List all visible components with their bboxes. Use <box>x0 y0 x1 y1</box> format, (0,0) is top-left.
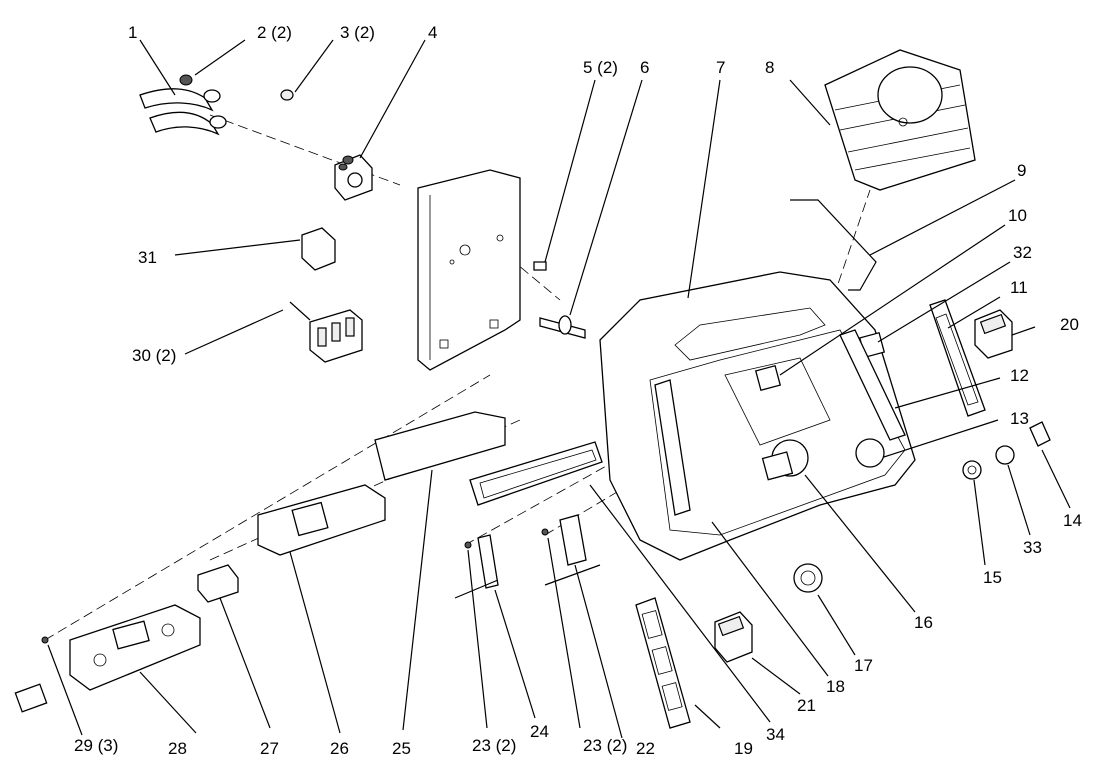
callout-34: 34 <box>766 725 785 744</box>
part-22-lever <box>544 514 601 586</box>
part-29-screw <box>41 636 49 644</box>
callout-27: 27 <box>260 739 279 758</box>
callout-8: 8 <box>765 58 774 77</box>
callout-15: 15 <box>983 568 1002 587</box>
callout-2: 2 (2) <box>257 23 292 42</box>
callout-22: 22 <box>636 739 655 758</box>
callout-23-left: 23 (2) <box>472 736 516 755</box>
callout-14: 14 <box>1063 511 1082 530</box>
part-3-nut <box>280 89 294 101</box>
callout-26: 26 <box>330 739 349 758</box>
part-31-relay <box>301 227 336 271</box>
callout-25: 25 <box>392 739 411 758</box>
part-16-knob <box>761 439 809 481</box>
callout-4: 4 <box>428 23 437 42</box>
part-9-rod <box>790 199 877 291</box>
callout-23-right: 23 (2) <box>583 736 627 755</box>
callout-21: 21 <box>797 696 816 715</box>
part-11-bezel <box>929 299 986 417</box>
part-33-disc <box>995 445 1015 465</box>
small-square-cap <box>14 683 48 713</box>
part-25-cover <box>374 411 506 481</box>
part-8-shift-boot <box>824 49 976 191</box>
part-6-stud <box>539 315 586 339</box>
callout-10: 10 <box>1008 206 1027 225</box>
part-23-screw-left <box>464 541 472 549</box>
callout-32: 32 <box>1013 243 1032 262</box>
part-7-console-housing <box>599 271 916 561</box>
part-15-nut <box>962 460 982 480</box>
part-5-screw <box>533 261 547 271</box>
part-13-round-cap <box>855 438 885 468</box>
part-10-square-button <box>754 364 782 392</box>
callout-5: 5 (2) <box>583 58 618 77</box>
callout-12: 12 <box>1010 366 1029 385</box>
callout-19: 19 <box>734 739 753 758</box>
callout-31: 31 <box>138 248 157 267</box>
part-30-connector-block <box>289 301 363 363</box>
leader-lines <box>47 39 1071 739</box>
callout-7: 7 <box>716 58 725 77</box>
part-2-nut <box>179 74 193 86</box>
callout-20: 20 <box>1060 315 1079 334</box>
part-4-switch <box>334 154 373 201</box>
callout-30: 30 (2) <box>132 346 176 365</box>
part-14-knob <box>1029 421 1051 447</box>
part-24-latch <box>454 534 499 599</box>
callout-13: 13 <box>1010 409 1029 428</box>
part-12-slot-cover <box>839 329 906 441</box>
part-17-grommet <box>793 563 823 593</box>
callout-9: 9 <box>1017 161 1026 180</box>
part-27-switch <box>197 564 239 603</box>
callout-labels: 1 2 (2) 3 (2) 4 5 (2) 6 7 8 9 10 32 11 2… <box>74 23 1082 758</box>
callout-16: 16 <box>914 613 933 632</box>
callout-17: 17 <box>854 656 873 675</box>
part-20-switch <box>974 309 1013 359</box>
part-19-button-strip <box>635 597 691 729</box>
callout-18: 18 <box>826 677 845 696</box>
callout-6: 6 <box>640 58 649 77</box>
part-28-bezel-panel <box>69 604 201 691</box>
part-34-trim-bezel <box>469 441 603 506</box>
mounting-bracket-plate <box>417 169 521 371</box>
callout-3: 3 (2) <box>340 23 375 42</box>
callout-1: 1 <box>128 23 137 42</box>
callout-29: 29 (3) <box>74 736 118 755</box>
part-18-insert <box>654 379 691 516</box>
part-21-rocker-switch <box>714 611 753 663</box>
callout-11: 11 <box>1010 278 1028 297</box>
part-26-panel <box>257 484 386 556</box>
callout-28: 28 <box>168 739 187 758</box>
part-1-cable-ends <box>139 88 227 136</box>
callout-33: 33 <box>1023 538 1042 557</box>
part-23-screw-right <box>541 528 549 536</box>
callout-24: 24 <box>530 722 549 741</box>
